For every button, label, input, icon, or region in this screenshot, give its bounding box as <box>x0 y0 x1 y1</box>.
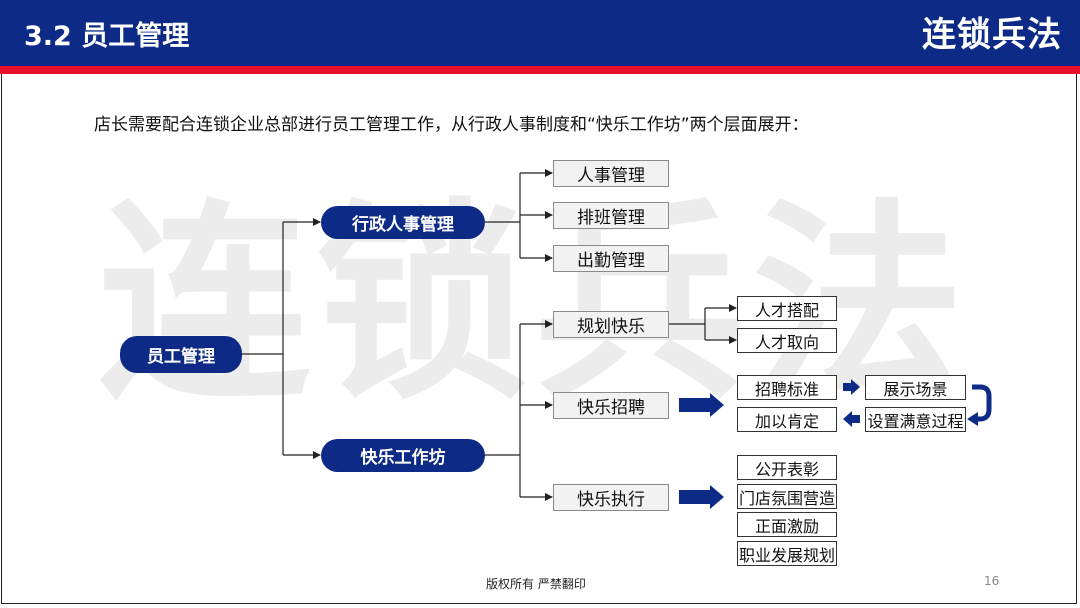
admin-item-attendance: 出勤管理 <box>553 245 669 272</box>
plan-item-orientation: 人才取向 <box>737 328 837 353</box>
slide-title: 3.2 员工管理 <box>24 21 190 52</box>
branch-happy-node: 快乐工作坊 <box>321 439 485 472</box>
recruit-step-affirm: 加以肯定 <box>737 407 837 432</box>
execute-item-atmosphere: 门店氛围营造 <box>737 484 837 509</box>
execute-item-career: 职业发展规划 <box>737 541 837 566</box>
plan-item-match: 人才搭配 <box>737 296 837 321</box>
root-node: 员工管理 <box>120 336 242 373</box>
branch-admin-node: 行政人事管理 <box>321 206 485 239</box>
intro-text: 店长需要配合连锁企业总部进行员工管理工作，从行政人事制度和“快乐工作坊”两个层面… <box>94 115 809 135</box>
execute-item-incentive: 正面激励 <box>737 512 837 537</box>
recruit-step-satisfaction: 设置满意过程 <box>865 407 966 432</box>
recruit-step-standard: 招聘标准 <box>737 375 837 400</box>
recruit-step-showcase: 展示场景 <box>865 375 966 400</box>
happy-recruit-node: 快乐招聘 <box>553 392 669 419</box>
admin-item-schedule: 排班管理 <box>553 202 669 229</box>
happy-execute-node: 快乐执行 <box>553 484 669 511</box>
header-bar <box>0 0 1080 66</box>
header-accent-stripe <box>0 66 1080 74</box>
copyright-text: 版权所有 严禁翻印 <box>486 577 586 591</box>
happy-plan-node: 规划快乐 <box>553 311 669 338</box>
slide-frame <box>1 74 1077 604</box>
admin-item-hr: 人事管理 <box>553 160 669 187</box>
brand-logo-text: 连锁兵法 <box>922 15 1062 55</box>
execute-item-commend: 公开表彰 <box>737 455 837 480</box>
page-number: 16 <box>984 574 1000 588</box>
